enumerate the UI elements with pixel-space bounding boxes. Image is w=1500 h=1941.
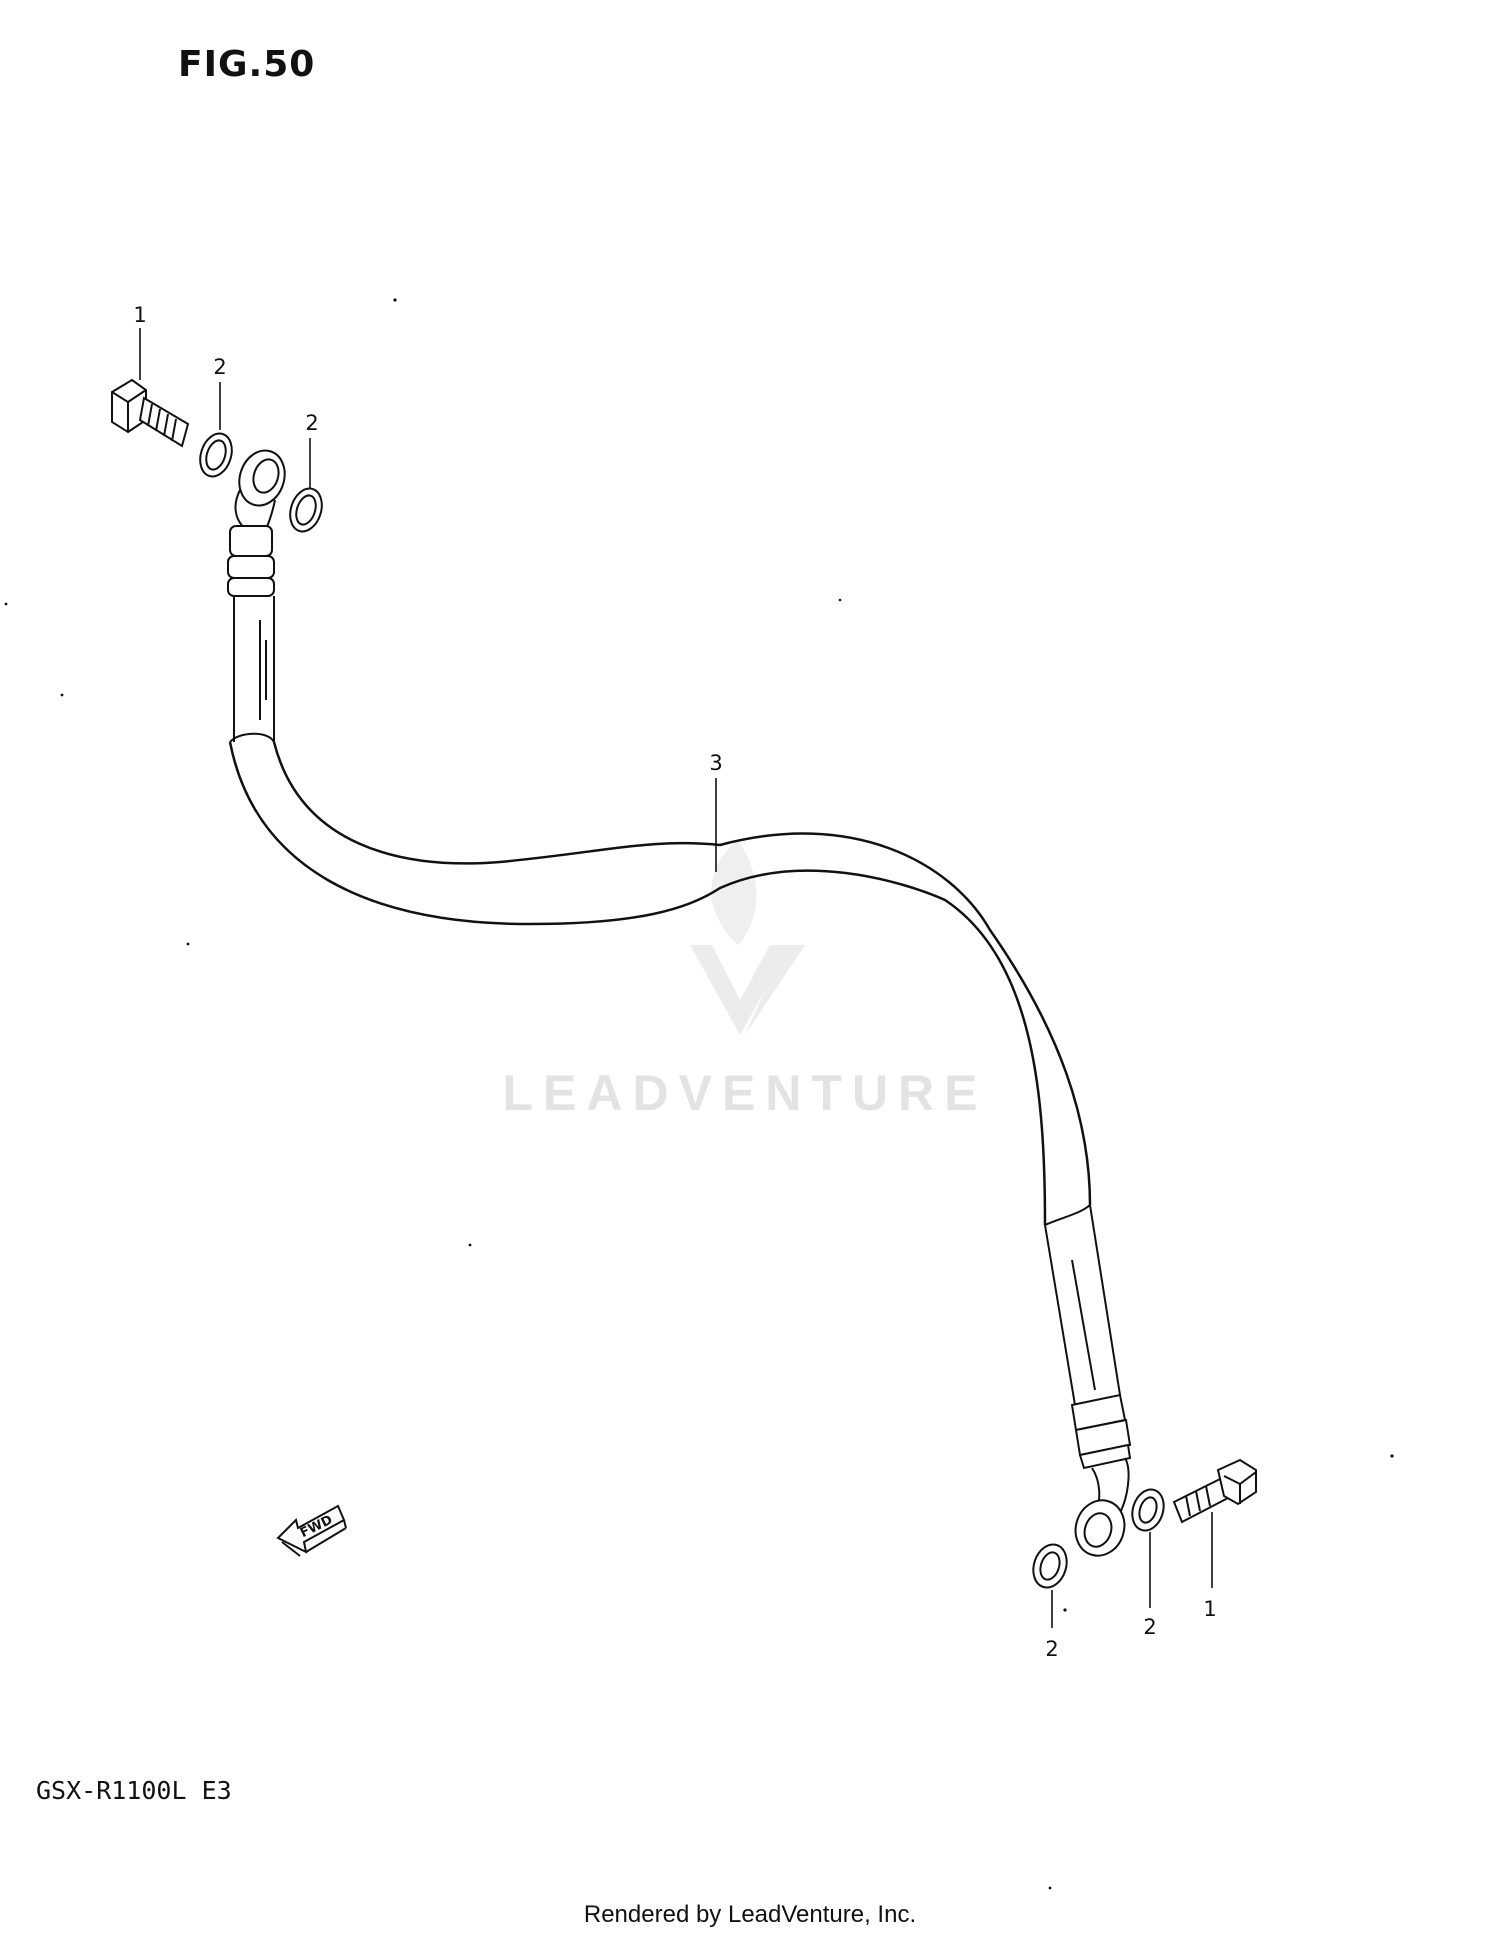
- hose-metal-tube-top: [233, 596, 275, 742]
- washer-bottom-b: [1131, 1488, 1165, 1532]
- leader-lines: [139, 328, 1213, 1628]
- watermark-text: LEADVENTURE: [502, 1065, 987, 1121]
- callout-1-top: 1: [133, 303, 146, 327]
- watermark: LEADVENTURE: [502, 840, 987, 1121]
- washer-top-b: [289, 487, 323, 533]
- fwd-arrow: [276, 1504, 347, 1557]
- callout-1-bottom: 1: [1203, 1597, 1216, 1621]
- banjo-bolt-top: [111, 378, 190, 448]
- callout-2-bottom-b: 2: [1143, 1615, 1156, 1639]
- brake-hose-main: [228, 732, 1092, 1226]
- washer-top-a: [199, 432, 233, 478]
- footer-credit: Rendered by LeadVenture, Inc.: [583, 1901, 917, 1928]
- model-code: GSX-R1100L E3: [36, 1776, 232, 1805]
- banjo-fitting-bottom: [1070, 1393, 1132, 1557]
- banjo-fitting-top: [227, 449, 286, 597]
- hose-metal-tube-bottom: [1044, 1204, 1121, 1406]
- figure-title: FIG.50: [178, 44, 316, 85]
- washer-bottom-a: [1032, 1543, 1068, 1589]
- callout-2-bottom-a: 2: [1045, 1637, 1058, 1661]
- callout-3-hose: 3: [709, 751, 722, 775]
- callout-2-top-a: 2: [213, 355, 226, 379]
- banjo-bolt-bottom: [1172, 1458, 1257, 1524]
- scan-specks: [4, 298, 1394, 1890]
- callout-2-top-b: 2: [305, 411, 318, 435]
